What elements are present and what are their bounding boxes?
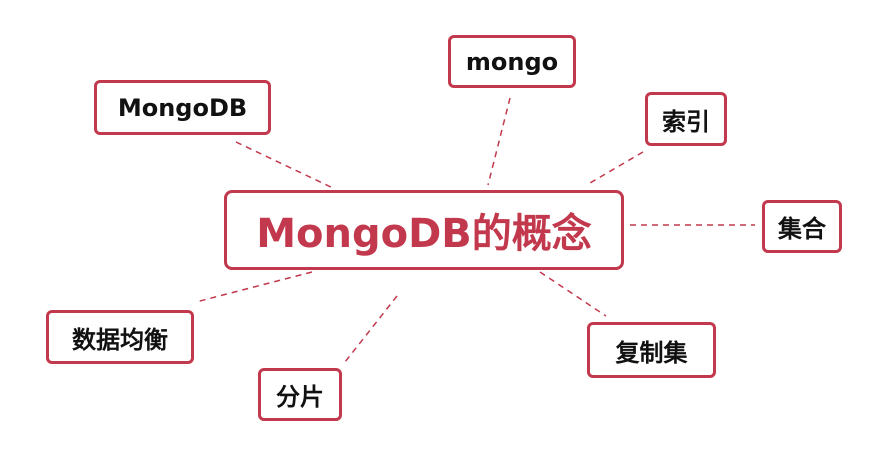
branch-index[interactable]: 索引 bbox=[645, 92, 727, 146]
branch-sharding[interactable]: 分片 bbox=[258, 368, 342, 421]
connector-index bbox=[589, 151, 644, 184]
connector-sharding bbox=[344, 295, 398, 363]
branch-label: mongo bbox=[465, 47, 559, 76]
connector-balancing bbox=[195, 271, 313, 303]
central-topic-label: MongoDB的概念 bbox=[256, 211, 592, 257]
central-topic[interactable]: MongoDB的概念 bbox=[224, 190, 624, 270]
connector-mongodb bbox=[235, 141, 334, 189]
branch-label: MongoDB bbox=[117, 93, 248, 122]
connector-mongo bbox=[487, 97, 511, 186]
branch-collection[interactable]: 集合 bbox=[762, 200, 842, 253]
branch-label: 数据均衡 bbox=[72, 325, 168, 354]
branch-replica-set[interactable]: 复制集 bbox=[587, 322, 716, 378]
branch-label: 分片 bbox=[276, 383, 324, 411]
connector-replica-set bbox=[539, 271, 607, 317]
branch-mongodb[interactable]: MongoDB bbox=[94, 80, 271, 135]
branch-label: 复制集 bbox=[615, 338, 688, 367]
branch-data-balancing[interactable]: 数据均衡 bbox=[46, 310, 194, 364]
branch-label: 集合 bbox=[778, 215, 826, 243]
branch-label: 索引 bbox=[662, 107, 710, 136]
branch-mongo[interactable]: mongo bbox=[448, 35, 576, 88]
